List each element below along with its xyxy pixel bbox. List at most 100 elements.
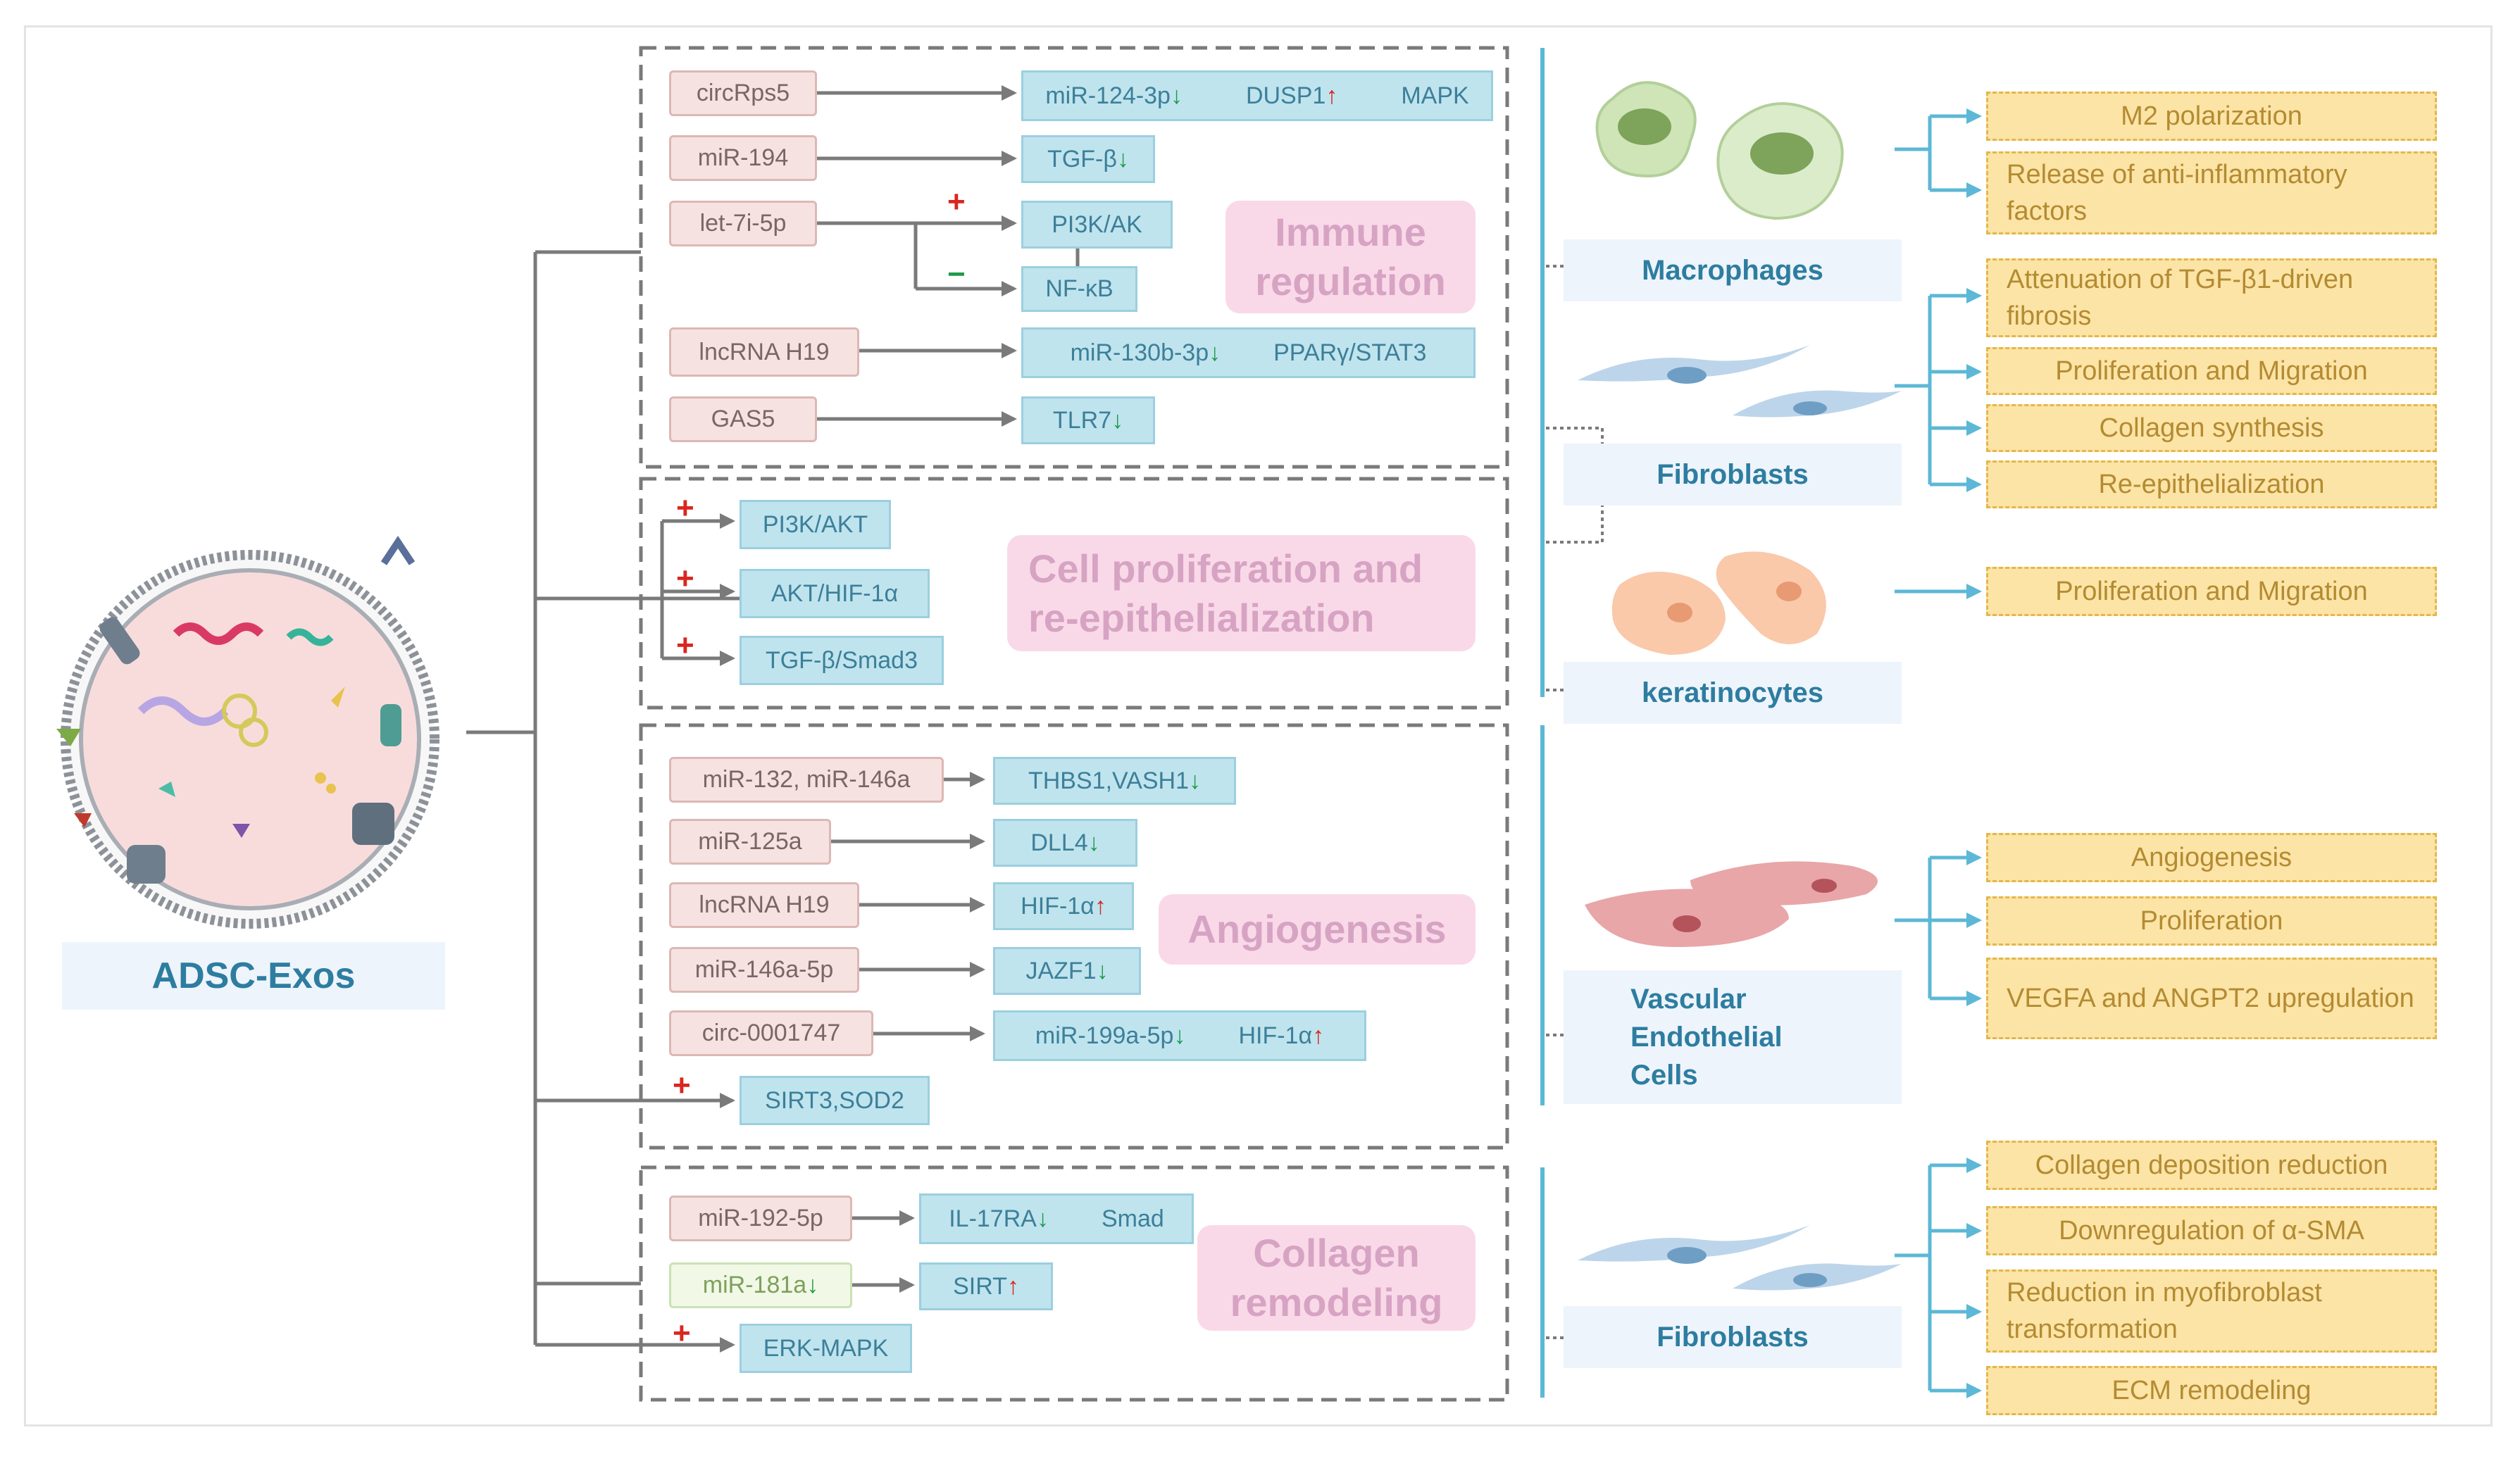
- mir192-box: miR-192-5p: [669, 1196, 852, 1241]
- down-arrow: ↓: [1087, 829, 1100, 856]
- down-arrow: ↓: [1173, 1022, 1186, 1049]
- il17ra-smad-box: IL-17RA ↓ Smad: [919, 1193, 1194, 1244]
- mir130b-ppar-box: miR-130b-3p ↓ PPARγ/STAT3: [1021, 327, 1476, 378]
- mir181a-box: miR-181a ↓: [669, 1262, 852, 1308]
- nfkb-box: NF-κB: [1021, 266, 1137, 312]
- macrophage-illustration: [1595, 81, 1844, 220]
- section-title-line: Cell proliferation and: [1028, 546, 1423, 591]
- erk-mapk-box: ERK-MAPK: [740, 1324, 912, 1373]
- pi3kak-box: PI3K/AK: [1021, 201, 1173, 249]
- dll4-label: DLL4: [1030, 829, 1088, 856]
- sirt-box: SIRT ↑: [919, 1262, 1053, 1310]
- outcome-re-epithelialization: Re-epithelialization: [1986, 460, 2437, 508]
- thbs1-box: THBS1,VASH1 ↓: [993, 757, 1236, 805]
- lncrna-h19-box: lncRNA H19: [669, 327, 859, 377]
- up-arrow: ↑: [1006, 1272, 1019, 1300]
- adsc-exos-label: ADSC-Exos: [62, 942, 445, 1010]
- gas5-box: GAS5: [669, 396, 817, 442]
- down-arrow: ↓: [806, 1272, 819, 1298]
- plus-sign: +: [673, 1068, 691, 1103]
- outcome-vegfa-angpt2: VEGFA and ANGPT2 upregulation: [1986, 958, 2437, 1039]
- plus-sign: +: [673, 1316, 691, 1350]
- down-arrow: ↓: [1189, 767, 1201, 794]
- outcome-proliferation: Proliferation: [1986, 896, 2437, 946]
- pi3k-akt-box: PI3K/AKT: [740, 500, 891, 549]
- outcome-proliferation-migration: Proliferation and Migration: [1986, 347, 2437, 395]
- circ-0001747-box: circ-0001747: [669, 1010, 873, 1056]
- cell-label-line: Vascular: [1630, 984, 1747, 1015]
- tgfb-label: TGF-β: [1047, 145, 1117, 173]
- section-title-line: remodeling: [1230, 1280, 1443, 1324]
- mir181a-label: miR-181a: [702, 1272, 807, 1298]
- section-title-collagen: Collagen remodeling: [1197, 1225, 1476, 1331]
- mir199a-label: miR-199a-5p: [1035, 1022, 1174, 1049]
- hif1a-label: HIF-1α: [1238, 1022, 1313, 1049]
- cell-label-keratinocytes: keratinocytes: [1564, 662, 1902, 724]
- il17ra-label: IL-17RA: [949, 1205, 1037, 1232]
- outcome-anti-inflammatory: Release of anti-inflammatory factors: [1986, 151, 2437, 234]
- down-arrow: ↓: [1096, 957, 1109, 984]
- outcome-ecm-remodeling: ECM remodeling: [1986, 1366, 2437, 1415]
- mir194-box: miR-194: [669, 135, 817, 181]
- tgf-smad-box: TGF-β/Smad3: [740, 636, 944, 685]
- hif1a-label: HIF-1α: [1021, 892, 1094, 920]
- plus-sign: +: [676, 561, 694, 596]
- circrps5-box: circRps5: [669, 70, 817, 116]
- endothelial-illustration: [1585, 861, 1878, 947]
- down-arrow: ↓: [1209, 339, 1221, 366]
- cell-label-line: Cells: [1630, 1060, 1698, 1091]
- thbs1-label: THBS1,VASH1: [1028, 767, 1189, 794]
- cell-label-macrophages: Macrophages: [1564, 239, 1902, 301]
- let7i-box: let-7i-5p: [669, 201, 817, 246]
- cell-label-vascular-endothelial: Vascular Endothelial Cells: [1564, 970, 1902, 1104]
- cell-label-fibroblasts: Fibroblasts: [1564, 444, 1902, 506]
- section-title-proliferation: Cell proliferation and re-epithelializat…: [1007, 535, 1476, 651]
- outcome-angiogenesis: Angiogenesis: [1986, 833, 2437, 882]
- sirt3-sod2-box: SIRT3,SOD2: [740, 1076, 930, 1125]
- mir124-dusp1-mapk-box: miR-124-3p ↓ DUSP1 ↑ MAPK: [1021, 70, 1493, 121]
- outcome-alpha-sma: Downregulation of α-SMA: [1986, 1206, 2437, 1255]
- cell-label-line: Endothelial: [1630, 1022, 1783, 1053]
- section-title-line: regulation: [1255, 259, 1446, 303]
- down-arrow: ↓: [1116, 145, 1129, 173]
- cell-label-fibroblasts-collagen: Fibroblasts: [1564, 1306, 1902, 1368]
- down-arrow: ↓: [1111, 406, 1124, 434]
- mapk-label: MAPK: [1401, 82, 1469, 109]
- section-title-immune: Immune regulation: [1225, 201, 1476, 313]
- smad-label: Smad: [1101, 1205, 1164, 1232]
- plus-sign: +: [947, 184, 966, 219]
- outcome-collagen-synthesis: Collagen synthesis: [1986, 404, 2437, 452]
- section-title-line: re-epithelialization: [1028, 595, 1375, 640]
- sirt-label: SIRT: [953, 1272, 1007, 1300]
- mir124-label: miR-124-3p: [1045, 82, 1171, 109]
- lncrna-h19-angio-box: lncRNA H19: [669, 882, 859, 928]
- up-arrow: ↑: [1326, 82, 1338, 109]
- mir130b-label: miR-130b-3p: [1070, 339, 1209, 366]
- down-arrow: ↓: [1170, 82, 1183, 109]
- mir199a-hif-box: miR-199a-5p ↓ HIF-1α ↑: [993, 1010, 1366, 1061]
- outcome-m2-polarization: M2 polarization: [1986, 92, 2437, 141]
- mir132-box: miR-132, miR-146a: [669, 757, 944, 803]
- jazf1-label: JAZF1: [1025, 957, 1097, 984]
- minus-sign: −: [947, 257, 966, 291]
- outcome-collagen-deposition: Collagen deposition reduction: [1986, 1141, 2437, 1190]
- section-title-line: Immune: [1275, 210, 1426, 254]
- tlr7-box: TLR7 ↓: [1021, 396, 1155, 444]
- plus-sign: +: [676, 628, 694, 663]
- akt-hif-box: AKT/HIF-1α: [740, 569, 930, 618]
- up-arrow: ↑: [1312, 1022, 1325, 1049]
- fibroblast-illustration: [1578, 345, 1902, 1291]
- exosome-illustration: [56, 535, 439, 929]
- outcome-myofibroblast: Reduction in myofibroblast transformatio…: [1986, 1269, 2437, 1353]
- outcome-tgf-fibrosis: Attenuation of TGF-β1-driven fibrosis: [1986, 258, 2437, 337]
- mir125a-box: miR-125a: [669, 819, 831, 865]
- up-arrow: ↑: [1094, 892, 1106, 920]
- outcome-keratinocyte-proliferation: Proliferation and Migration: [1986, 567, 2437, 616]
- hif1a-box: HIF-1α ↑: [993, 882, 1134, 930]
- keratinocyte-illustration: [1611, 551, 1826, 655]
- tlr7-label: TLR7: [1052, 406, 1112, 434]
- mir146a5p-box: miR-146a-5p: [669, 947, 859, 993]
- section-title-angiogenesis: Angiogenesis: [1159, 894, 1476, 965]
